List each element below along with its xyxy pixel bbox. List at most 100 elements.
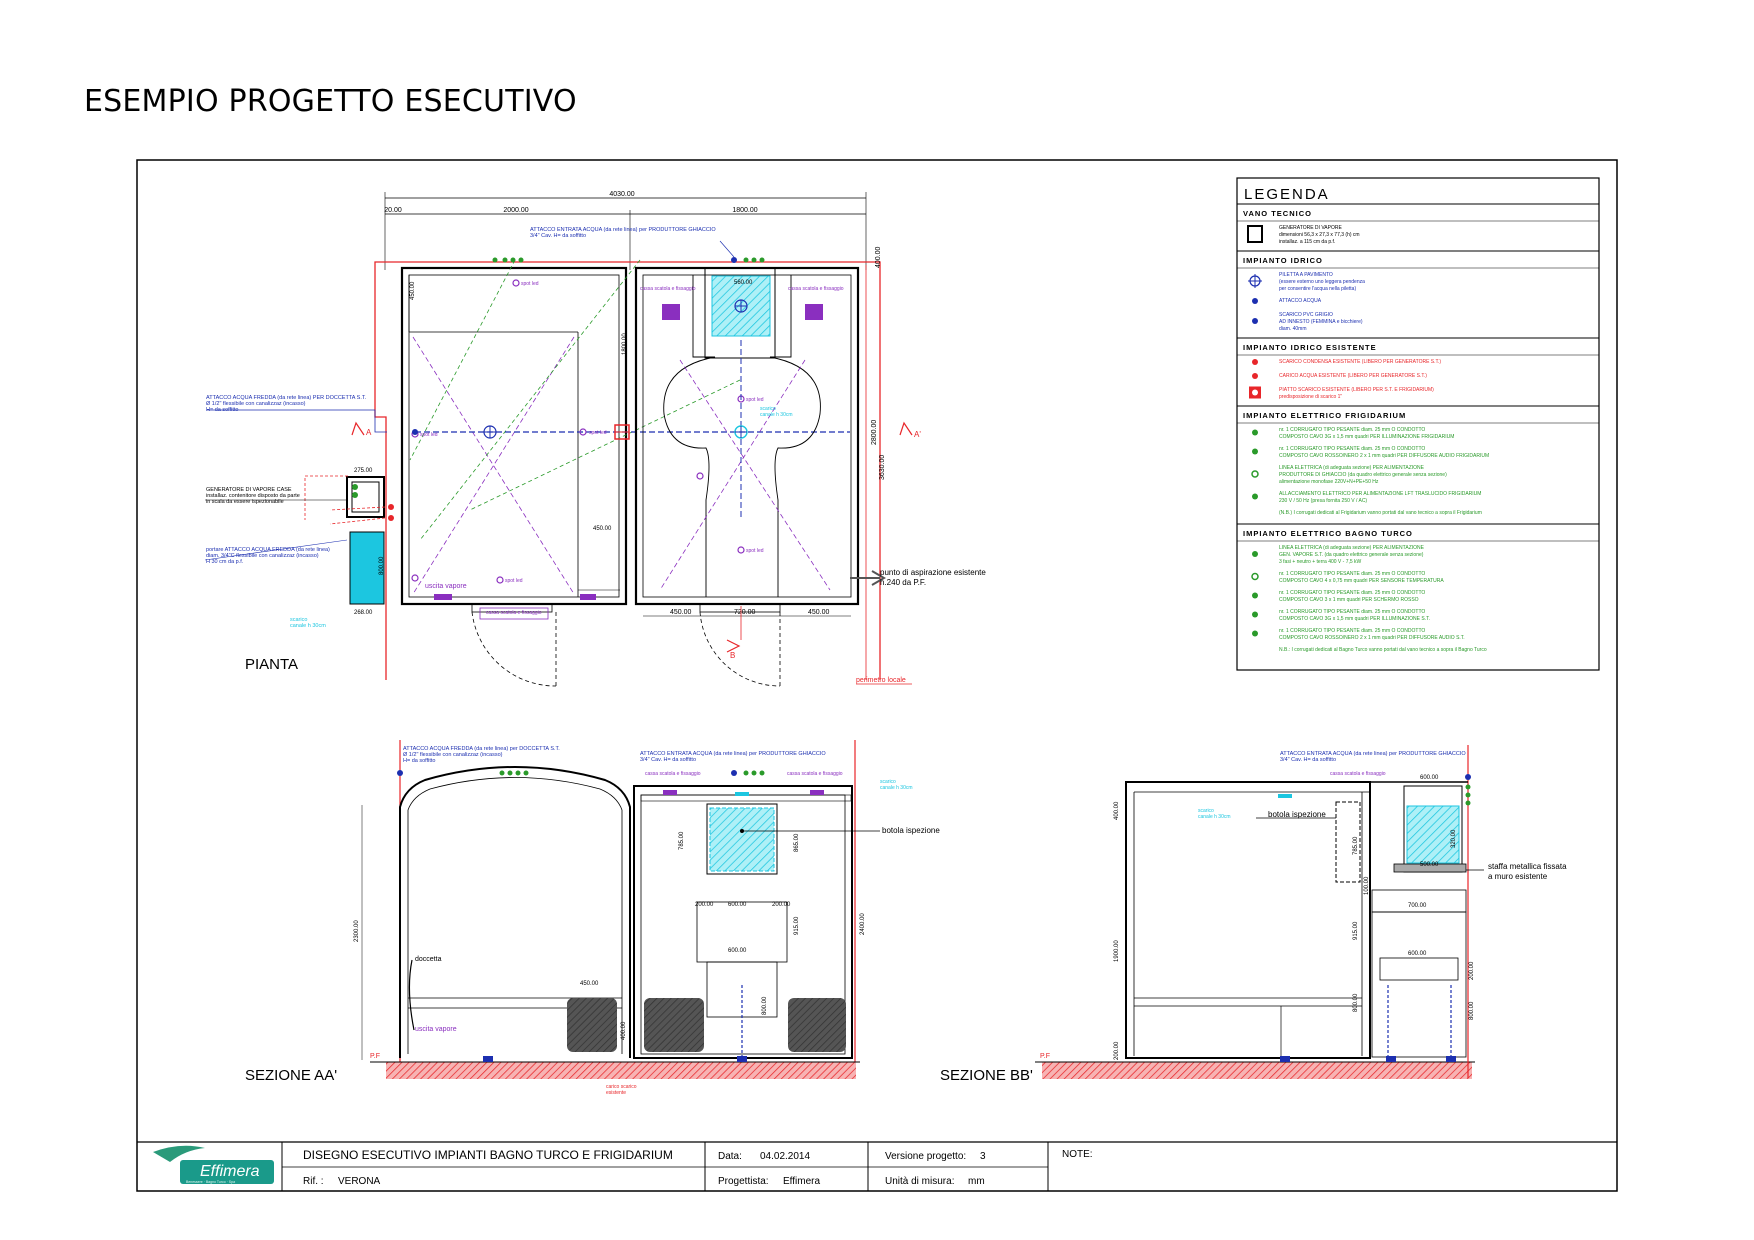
effimera-logo: Effimera Benessere · Bagno Turco · Spa — [153, 1145, 274, 1184]
svg-text:A': A' — [914, 430, 921, 439]
svg-text:1900.00: 1900.00 — [1114, 940, 1120, 962]
section-aa-label: SEZIONE AA' — [245, 1067, 337, 1084]
bench-right-b — [788, 998, 846, 1052]
svg-text:scarico: scarico — [290, 617, 307, 623]
legend-item-text: 3 fasi + neutro + terra 400 V - 7,5 kW — [1279, 559, 1362, 565]
bench-left — [567, 998, 617, 1052]
svg-text:200.00: 200.00 — [1469, 961, 1475, 980]
plan-view: 4030.00 20.00 2000.00 1800.00 — [204, 191, 986, 687]
legend-item-text: installaz. a 115 cm da p.f. — [1279, 239, 1335, 245]
legend-symbol-icon — [1252, 448, 1258, 455]
floor-slab-bb — [1042, 1062, 1472, 1079]
svg-text:Rif. :: Rif. : — [303, 1176, 324, 1187]
legend-heading: IMPIANTO ELETTRICO FRIGIDARIUM — [1243, 411, 1406, 420]
svg-text:560.00: 560.00 — [734, 280, 753, 286]
svg-text:865.00: 865.00 — [794, 833, 800, 852]
legend-item-text: (essere esterno uno leggera pendenza — [1279, 279, 1365, 285]
svg-text:P.F: P.F — [1040, 1053, 1050, 1060]
legend-item-text: SCARICO PVC GRIGIO — [1279, 312, 1333, 318]
legend-symbol-icon — [1248, 274, 1262, 288]
svg-text:Ø 1/2" flessibile con canalizz: Ø 1/2" flessibile con canalizzaz (incass… — [206, 401, 306, 407]
versione-value: 3 — [980, 1151, 986, 1162]
svg-text:600.00: 600.00 — [1420, 775, 1439, 781]
svg-text:spot led: spot led — [505, 578, 523, 584]
legend-item-text: COMPOSTO CAVO 3 x 1 mm quadri PER SCHERM… — [1279, 597, 1419, 603]
bench-right-a — [644, 998, 704, 1052]
svg-text:diam. 3/4"C flessibile con can: diam. 3/4"C flessibile con canalizzaz (i… — [206, 553, 319, 559]
legend-item-text: LINEA ELETTRICA (di adeguata sezione) PE… — [1279, 465, 1425, 471]
dim-left-width: 2000.00 — [503, 207, 528, 214]
drawing-title: DISEGNO ESECUTIVO IMPIANTI BAGNO TURCO E… — [303, 1148, 673, 1162]
data-value: 04.02.2014 — [760, 1151, 810, 1162]
legend-item-text: nr. 1 CORRUGATO TIPO PESANTE diam. 25 mm… — [1279, 571, 1425, 577]
legend-item-text: AD INNESTO (FEMMINA e bicchiere) — [1279, 319, 1363, 325]
legend-symbol-icon — [1251, 470, 1259, 478]
svg-text:3/4" Cav. H= da soffitto: 3/4" Cav. H= da soffitto — [640, 757, 696, 763]
title-block: Effimera Benessere · Bagno Turco · Spa D… — [137, 1141, 1617, 1191]
svg-text:spot led: spot led — [746, 397, 764, 403]
legend-symbol-icon — [1249, 386, 1261, 399]
legend-symbol-icon — [1252, 359, 1258, 365]
svg-text:450.00: 450.00 — [808, 609, 830, 616]
svg-text:punto di aspirazione esistente: punto di aspirazione esistente — [880, 568, 986, 577]
svg-text:275.00: 275.00 — [354, 468, 373, 474]
svg-text:ATTACCO ACQUA FREDDA (da rete: ATTACCO ACQUA FREDDA (da rete linea) PER… — [206, 395, 367, 401]
svg-text:cassa scatola e fissaggio: cassa scatola e fissaggio — [788, 286, 844, 292]
legend-symbol-icon — [1252, 611, 1258, 618]
svg-text:portare ATTACCO ACQUA FREDDA (: portare ATTACCO ACQUA FREDDA (da rete li… — [206, 547, 330, 553]
svg-text:canale h 30cm: canale h 30cm — [290, 623, 326, 629]
rif-value: VERONA — [338, 1176, 381, 1187]
legend-item-text: COMPOSTO CAVO 3G x 1,5 mm quadri PER ILL… — [1279, 434, 1454, 440]
svg-text:200.00: 200.00 — [772, 902, 791, 908]
svg-text:canale h 30cm: canale h 30cm — [880, 785, 913, 791]
svg-text:600.00: 600.00 — [1408, 951, 1427, 957]
legend-item-text: predisposizione di scarico 1" — [1279, 394, 1342, 400]
legend-item-text: COMPOSTO CAVO 3G x 1,5 mm quadri PER ILL… — [1279, 616, 1430, 622]
svg-text:canale h 30cm: canale h 30cm — [1198, 814, 1231, 820]
svg-text:450.00: 450.00 — [593, 526, 612, 532]
svg-text:200.00: 200.00 — [1114, 1041, 1120, 1060]
svg-text:P.F: P.F — [370, 1053, 380, 1060]
svg-text:spot led: spot led — [420, 432, 438, 438]
svg-text:cassa scatola e fissaggio: cassa scatola e fissaggio — [645, 771, 701, 777]
svg-text:h.240 da P.F.: h.240 da P.F. — [880, 578, 926, 587]
svg-text:cassa scatola e fissaggio: cassa scatola e fissaggio — [787, 771, 843, 777]
legend-item-text: diam. 40mm — [1279, 326, 1307, 332]
svg-text:spot led: spot led — [521, 281, 539, 287]
floor-slab — [386, 1062, 856, 1079]
svg-text:uscita vapore: uscita vapore — [415, 1026, 457, 1033]
legend-item-text: nr. 1 CORRUGATO TIPO PESANTE diam. 25 mm… — [1279, 590, 1425, 596]
svg-text:600.00: 600.00 — [728, 902, 747, 908]
svg-text:A: A — [366, 428, 372, 437]
svg-text:785.00: 785.00 — [1353, 836, 1359, 855]
page-title: ESEMPIO PROGETTO ESECUTIVO — [84, 84, 577, 119]
legend-heading: VANO TECNICO — [1243, 209, 1312, 218]
svg-text:915.00: 915.00 — [1353, 921, 1359, 940]
legend-item-text: nr. 1 CORRUGATO TIPO PESANTE diam. 25 mm… — [1279, 446, 1425, 452]
svg-text:200.00: 200.00 — [695, 902, 714, 908]
legend-item-text: N.B.: I corrugati dedicati al Bagno Turc… — [1279, 647, 1487, 653]
svg-text:botola ispezione: botola ispezione — [882, 826, 940, 835]
svg-text:800.00: 800.00 — [1353, 993, 1359, 1012]
svg-text:450.00: 450.00 — [670, 609, 692, 616]
svg-text:2800.00: 2800.00 — [871, 420, 878, 445]
legend-item-text: nr. 1 CORRUGATO TIPO PESANTE diam. 25 mm… — [1279, 628, 1425, 634]
svg-text:spot led: spot led — [589, 430, 607, 436]
svg-text:in scala da essere ispezionabi: in scala da essere ispezionabile — [206, 499, 284, 505]
legend-item-text: 230 V / 50 Hz (presa fornita 250 V / AC) — [1279, 498, 1367, 504]
svg-text:600.00: 600.00 — [728, 948, 747, 954]
legend-symbol-icon — [1251, 572, 1259, 581]
svg-text:450.00: 450.00 — [580, 981, 599, 987]
svg-text:cassa scatola e fissaggio: cassa scatola e fissaggio — [640, 286, 696, 292]
svg-text:a muro esistente: a muro esistente — [1488, 872, 1548, 881]
svg-text:carico scarico: carico scarico — [606, 1084, 637, 1090]
legend-title: LEGENDA — [1244, 186, 1330, 203]
unita-value: mm — [968, 1176, 985, 1187]
svg-text:H= da soffitto: H= da soffitto — [206, 407, 238, 413]
svg-text:3/4" Cav. H= da soffitto: 3/4" Cav. H= da soffitto — [530, 233, 586, 239]
legend-item-text: ATTACCO ACQUA — [1279, 298, 1322, 304]
svg-text:Versione progetto:: Versione progetto: — [885, 1151, 966, 1162]
